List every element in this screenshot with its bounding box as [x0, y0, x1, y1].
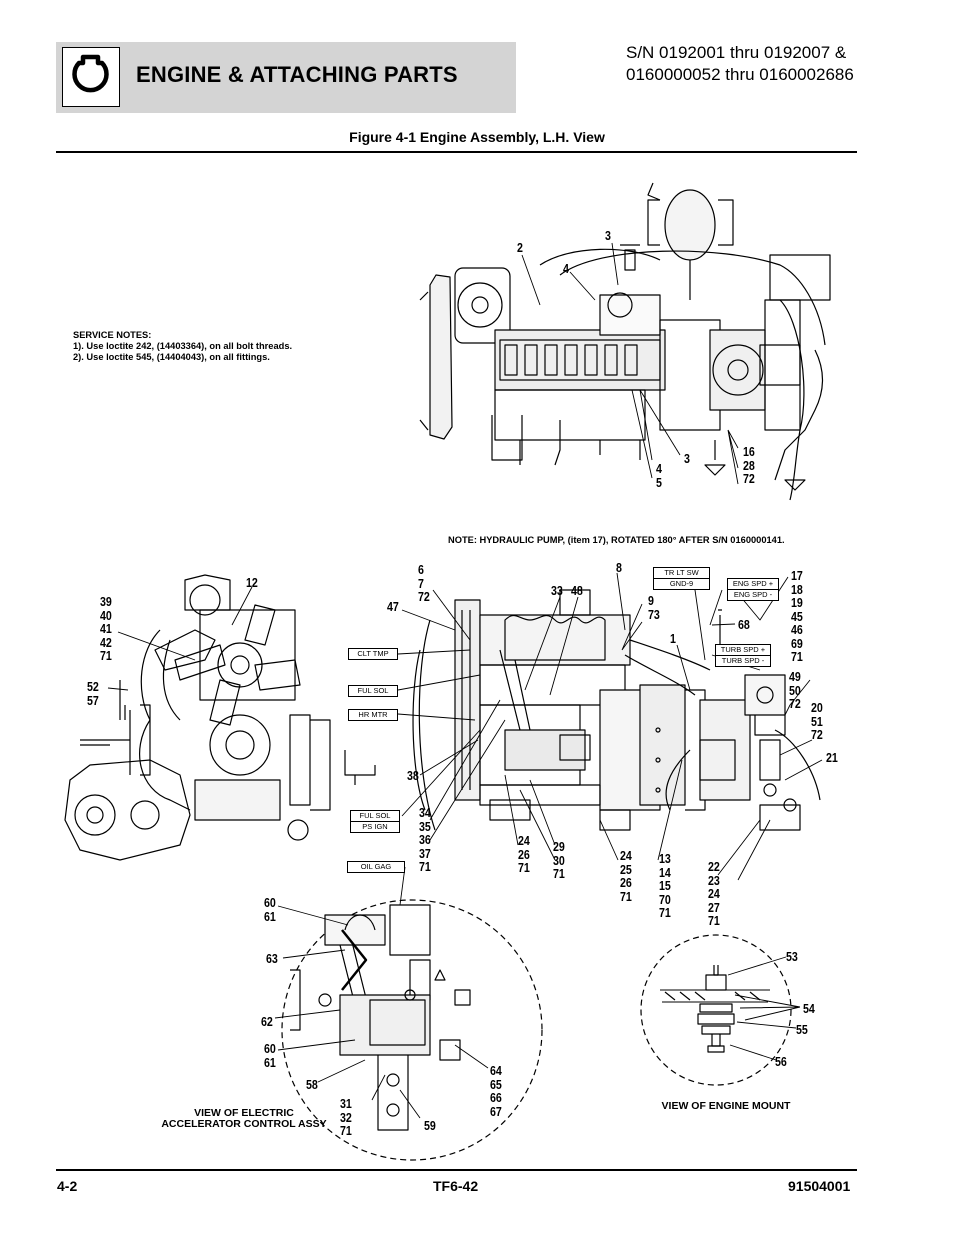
callout-label: 60 61 [264, 895, 276, 924]
callout-label: 21 [826, 750, 838, 765]
page-number: 4-2 [57, 1178, 78, 1194]
leader-lines [107, 242, 823, 1119]
callout-label: 55 [796, 1022, 808, 1037]
callout-label: 1 [670, 631, 676, 646]
callout-label: 9 73 [648, 593, 660, 622]
callout-label: 48 [571, 583, 583, 598]
callout-label: 64 65 66 67 [490, 1063, 502, 1119]
engine-top-view [419, 182, 831, 501]
callout-label: 49 50 72 [789, 669, 801, 711]
footer-rule [56, 1169, 857, 1171]
callout-label: 4 5 [656, 461, 662, 490]
engine-icon [62, 47, 120, 107]
wire-tag-clt-tmp: CLT TMP [348, 648, 398, 660]
callout-label: 6 7 72 [418, 562, 430, 604]
callout-label: 3 [684, 451, 690, 466]
wire-tag-hr-mtr: HR MTR [348, 709, 398, 721]
callout-label: 33 [551, 583, 563, 598]
callout-label: 38 [407, 768, 419, 783]
model-number: TF6-42 [433, 1178, 479, 1194]
callout-label: 63 [266, 951, 278, 966]
callout-label: 58 [306, 1077, 318, 1092]
header-rule [56, 151, 857, 153]
callout-label: 16 28 72 [743, 444, 755, 486]
engine-main-view [412, 589, 821, 831]
engine-mount-inset [640, 934, 792, 1086]
callout-label: 59 [424, 1118, 436, 1133]
wire-tag-eng-spd: ENG SPD +ENG SPD - [727, 578, 779, 601]
callout-label: 4 [563, 261, 569, 276]
callout-label: 56 [775, 1054, 787, 1069]
callout-label: 68 [738, 617, 750, 632]
wire-tag-oil-gag: OIL GAG [347, 861, 405, 873]
callout-label: 2 [517, 240, 523, 255]
engine-mount-caption: VIEW OF ENGINE MOUNT [661, 1100, 791, 1112]
callout-label: 17 18 19 45 46 69 71 [791, 568, 803, 664]
serial-range: S/N 0192001 thru 0192007 & 0160000052 th… [626, 43, 854, 84]
callout-label: 52 57 [87, 679, 99, 708]
pump-note: NOTE: HYDRAULIC PUMP, (item 17), ROTATED… [448, 535, 785, 545]
callout-label: 54 [803, 1001, 815, 1016]
callout-label: 24 25 26 71 [620, 848, 632, 904]
wire-tag-ful-sol: FUL SOL [348, 685, 398, 697]
callout-label: 12 [246, 575, 258, 590]
callout-label: 13 14 15 70 71 [659, 851, 671, 920]
callout-label: 22 23 24 27 71 [708, 859, 720, 928]
callout-label: 31 32 71 [340, 1096, 352, 1138]
callout-label: 29 30 71 [553, 839, 565, 881]
callout-label: 34 35 36 37 71 [419, 805, 431, 874]
document-number: 91504001 [788, 1178, 851, 1194]
service-notes: SERVICE NOTES: 1). Use loctite 242, (144… [73, 330, 293, 362]
callout-label: 47 [387, 599, 399, 614]
callout-label: 62 [261, 1014, 273, 1029]
callout-label: 24 26 71 [518, 833, 530, 875]
callout-label: 60 61 [264, 1041, 276, 1070]
accelerator-caption: VIEW OF ELECTRIC ACCELERATOR CONTROL ASS… [161, 1107, 327, 1130]
engine-front-view [64, 574, 376, 861]
page-title: ENGINE & ATTACHING PARTS [136, 62, 458, 87]
accelerator-inset [281, 899, 543, 1161]
header-band [56, 42, 516, 113]
figure-title: Figure 4-1 Engine Assembly, L.H. View [349, 129, 605, 145]
callout-label: 20 51 72 [811, 700, 823, 742]
wire-tag-turb-spd: TURB SPD +TURB SPD - [715, 644, 771, 667]
callout-label: 53 [786, 949, 798, 964]
callout-label: 39 40 41 42 71 [100, 594, 112, 663]
callout-label: 3 [605, 228, 611, 243]
callout-label: 8 [616, 560, 622, 575]
